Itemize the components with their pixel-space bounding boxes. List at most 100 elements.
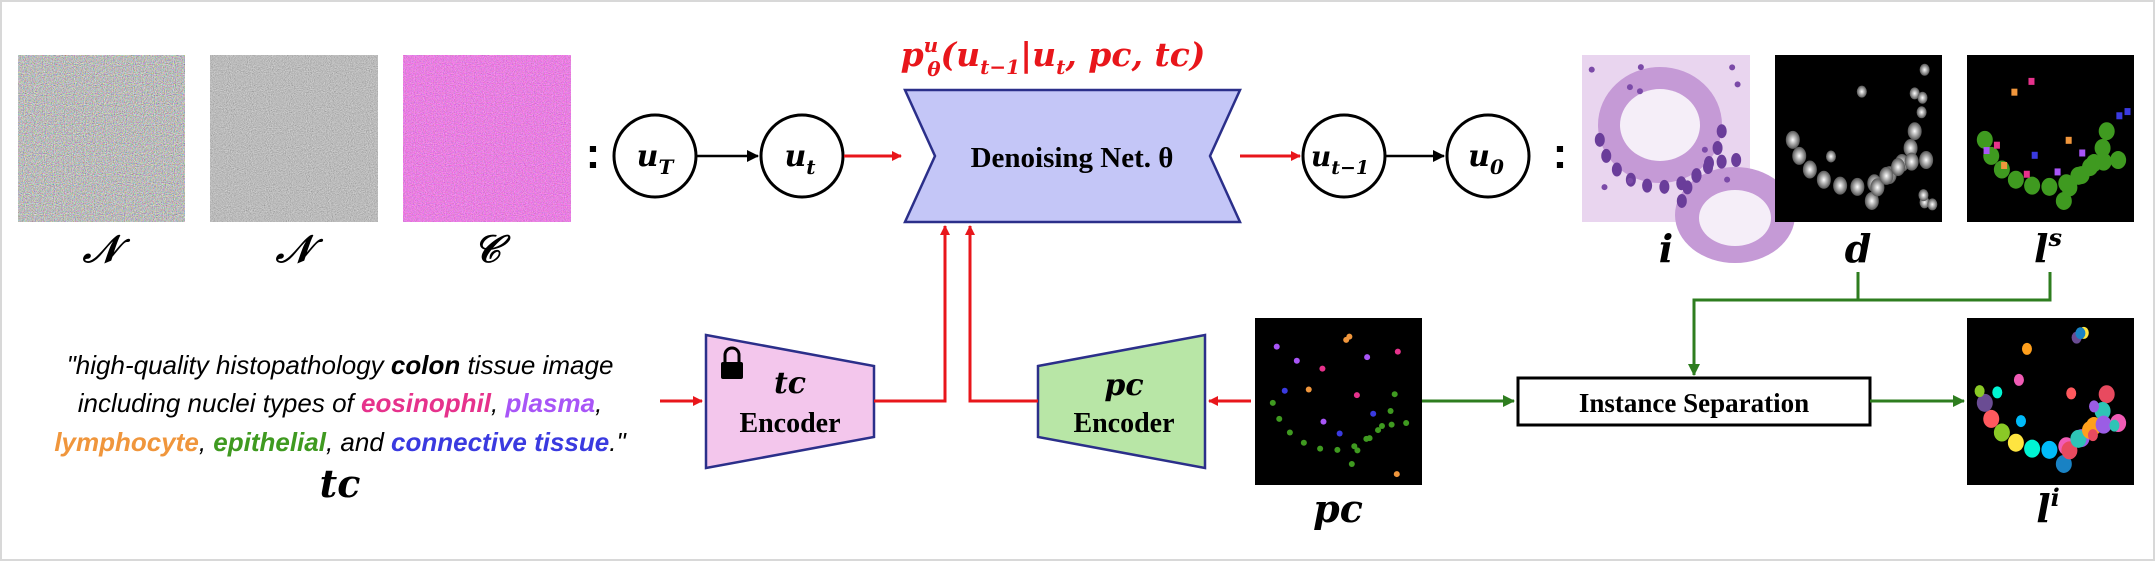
texture-mark <box>2082 158 2099 177</box>
texture-mark <box>2089 400 2100 413</box>
texture-mark <box>2041 177 2058 196</box>
texture-mark <box>1637 64 1644 71</box>
lock-icon <box>721 346 743 379</box>
texture-mark <box>2013 373 2024 386</box>
texture-mark <box>2023 170 2030 178</box>
pc-encoder-title: pc <box>1104 368 1143 403</box>
gaussian-noise-image <box>18 55 185 222</box>
texture-mark <box>1917 91 1928 104</box>
texture-mark <box>1734 81 1741 88</box>
texture-mark <box>2079 149 2086 157</box>
texture-mark <box>1850 177 1865 196</box>
texture-mark <box>1601 184 1608 191</box>
label-li: li <box>2036 483 2060 531</box>
prompt-line-3: lymphocyte, epithelial, and connective t… <box>54 427 627 457</box>
label-ls: ls <box>2034 223 2062 271</box>
texture-mark <box>1276 415 1283 422</box>
texture-mark <box>1816 170 1831 189</box>
texture-mark <box>2024 439 2041 458</box>
texture-mark <box>2007 433 2024 452</box>
svg-text:ut−1: ut−1 <box>1311 140 1369 179</box>
texture-mark <box>1907 122 1922 141</box>
instance-label-image <box>1967 318 2134 485</box>
texture-mark <box>2110 151 2127 170</box>
texture-mark <box>1636 88 1643 95</box>
texture-mark <box>2007 170 2024 189</box>
texture-mark <box>2066 387 2077 400</box>
texture-mark <box>1363 435 1370 442</box>
texture-mark <box>1594 132 1605 147</box>
texture-mark <box>1286 429 1293 436</box>
texture-mark <box>1281 387 1288 394</box>
noise-label-2: 𝒩 <box>275 226 324 271</box>
noise-label-3: 𝒞 <box>473 226 511 271</box>
texture-mark <box>1394 348 1401 355</box>
semantic-label-image <box>1967 55 2134 222</box>
texture-mark <box>2011 88 2018 96</box>
texture-mark <box>1601 148 1612 163</box>
texture-mark <box>2001 161 2008 169</box>
texture-mark <box>1903 138 1918 157</box>
texture-mark <box>2124 108 2131 116</box>
texture-mark <box>1891 158 1906 177</box>
separator-left: : <box>586 129 601 178</box>
texture-mark <box>2054 168 2061 176</box>
texture-mark <box>1273 343 1280 350</box>
texture-mark <box>1627 177 1634 184</box>
texture-mark <box>1904 152 1919 171</box>
tc-encoder-label: Encoder <box>739 408 840 439</box>
tc-encoder: tc Encoder <box>704 333 876 470</box>
label-d: d <box>1845 226 1872 271</box>
instance-separation-box: Instance Separation <box>1516 376 1872 427</box>
texture-mark <box>1691 168 1702 183</box>
texture-mark <box>2031 151 2038 159</box>
svg-text:u0: u0 <box>1468 139 1504 179</box>
texture-mark <box>1387 407 1394 414</box>
svg-text:uT: uT <box>637 139 676 179</box>
texture-mark <box>1348 460 1355 467</box>
texture-mark <box>1856 85 1867 98</box>
class-noise-image <box>403 55 571 222</box>
svg-text:ut: ut <box>784 139 816 179</box>
texture-mark <box>1731 153 1742 168</box>
texture-mark <box>1870 178 1885 197</box>
texture-mark <box>1983 409 2000 428</box>
texture-mark <box>1378 423 1385 430</box>
texture-mark <box>1993 423 2010 442</box>
latent-u-0: u0 <box>1445 113 1531 199</box>
texture-mark <box>1269 399 1276 406</box>
texture-mark <box>1825 150 1836 163</box>
texture-mark <box>1701 146 1708 153</box>
texture-mark <box>2055 454 2072 473</box>
texture-mark <box>1351 443 1358 450</box>
denoiser-label: Denoising Net. θ <box>971 142 1174 174</box>
texture-mark <box>1785 130 1800 149</box>
instance-separation-label: Instance Separation <box>1579 388 1809 418</box>
texture-mark <box>2094 138 2111 157</box>
texture-mark <box>2095 415 2112 434</box>
texture-mark <box>1300 439 1307 446</box>
texture-mark <box>1346 333 1353 340</box>
histology-image <box>1582 55 1795 263</box>
texture-mark <box>1919 151 1934 170</box>
texture-mark <box>1703 160 1714 175</box>
texture-mark <box>2021 342 2032 355</box>
texture-mark <box>1336 430 1343 437</box>
texture-mark <box>1611 162 1622 177</box>
texture-mark <box>1353 392 1360 399</box>
texture-mark <box>2075 327 2086 340</box>
texture-mark <box>1879 166 1894 185</box>
texture-mark <box>1676 193 1687 208</box>
texture-mark <box>1626 84 1633 91</box>
texture-mark <box>1716 154 1727 169</box>
texture-mark <box>1293 357 1300 364</box>
texture-mark <box>2070 166 2087 185</box>
latent-u-t: ut <box>759 113 845 199</box>
texture-mark <box>1305 386 1312 393</box>
text-prompt: "high-quality histopathology colon tissu… <box>54 350 627 457</box>
prompt-line-1: "high-quality histopathology colon tissu… <box>67 350 614 380</box>
point-condition-image <box>1255 318 1422 485</box>
texture-mark <box>1319 365 1326 372</box>
texture-mark <box>1370 410 1377 417</box>
